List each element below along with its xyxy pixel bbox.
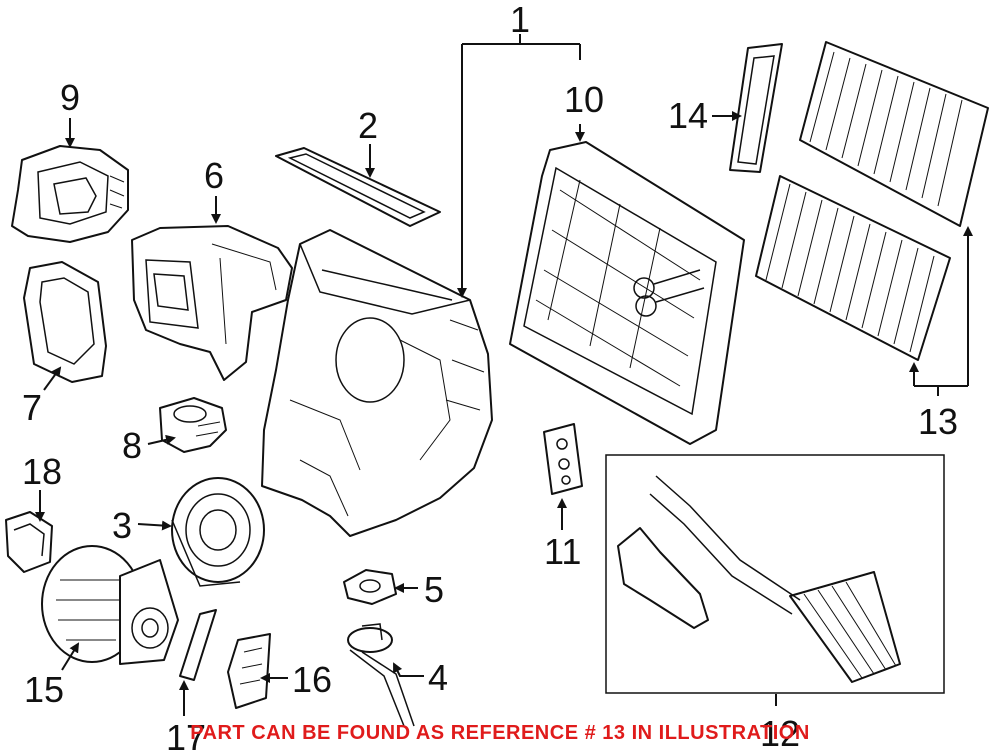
part-6-inlet-housing [131, 225, 293, 381]
part-10-evaporator [509, 141, 745, 445]
reference-note: PART CAN BE FOUND AS REFERENCE # 13 IN I… [190, 722, 810, 744]
part-18-resistor [5, 511, 53, 573]
callout-3: 3 [112, 505, 132, 546]
callout-2: 2 [358, 105, 378, 146]
callout-11: 11 [544, 531, 581, 572]
callout-18: 18 [22, 451, 62, 492]
part-2-filter-door [275, 147, 441, 227]
callout-13: 13 [918, 401, 958, 442]
callout-16: 16 [292, 659, 332, 700]
part-12-box [605, 454, 945, 694]
callout-8: 8 [122, 425, 142, 466]
part-15-blower-motor [41, 545, 179, 665]
part-17-seal [179, 609, 217, 681]
part-3-blower-scroll [171, 477, 265, 587]
callout-7: 7 [22, 387, 42, 428]
part-4-drain-hose [347, 623, 415, 727]
callout-1: 1 [510, 0, 530, 40]
callout-10: 10 [564, 79, 604, 120]
callout-6: 6 [204, 155, 224, 196]
callout-17: 17 [166, 717, 206, 752]
part-12-heater-core [617, 475, 901, 683]
callout-12: 12 [760, 713, 800, 752]
callout-9: 9 [60, 77, 80, 118]
callout-4: 4 [428, 657, 448, 698]
callout-5: 5 [424, 569, 444, 610]
leader-lines [35, 34, 973, 716]
part-13-cabin-filter-upper [799, 41, 989, 227]
part-9-housing [11, 145, 129, 243]
part-14-seal [729, 43, 783, 173]
callout-numbers: 1 2 3 4 5 6 7 8 9 10 11 12 13 14 15 16 1… [22, 0, 958, 752]
part-11-expansion-valve [543, 423, 583, 495]
part-16-bracket [227, 633, 271, 709]
part-7-gasket [23, 261, 107, 383]
part-8-actuator [159, 397, 227, 453]
part-5-drain-fitting [343, 569, 397, 605]
callout-15: 15 [24, 669, 64, 710]
callout-14: 14 [668, 95, 708, 136]
part-1-main-housing [261, 229, 493, 537]
